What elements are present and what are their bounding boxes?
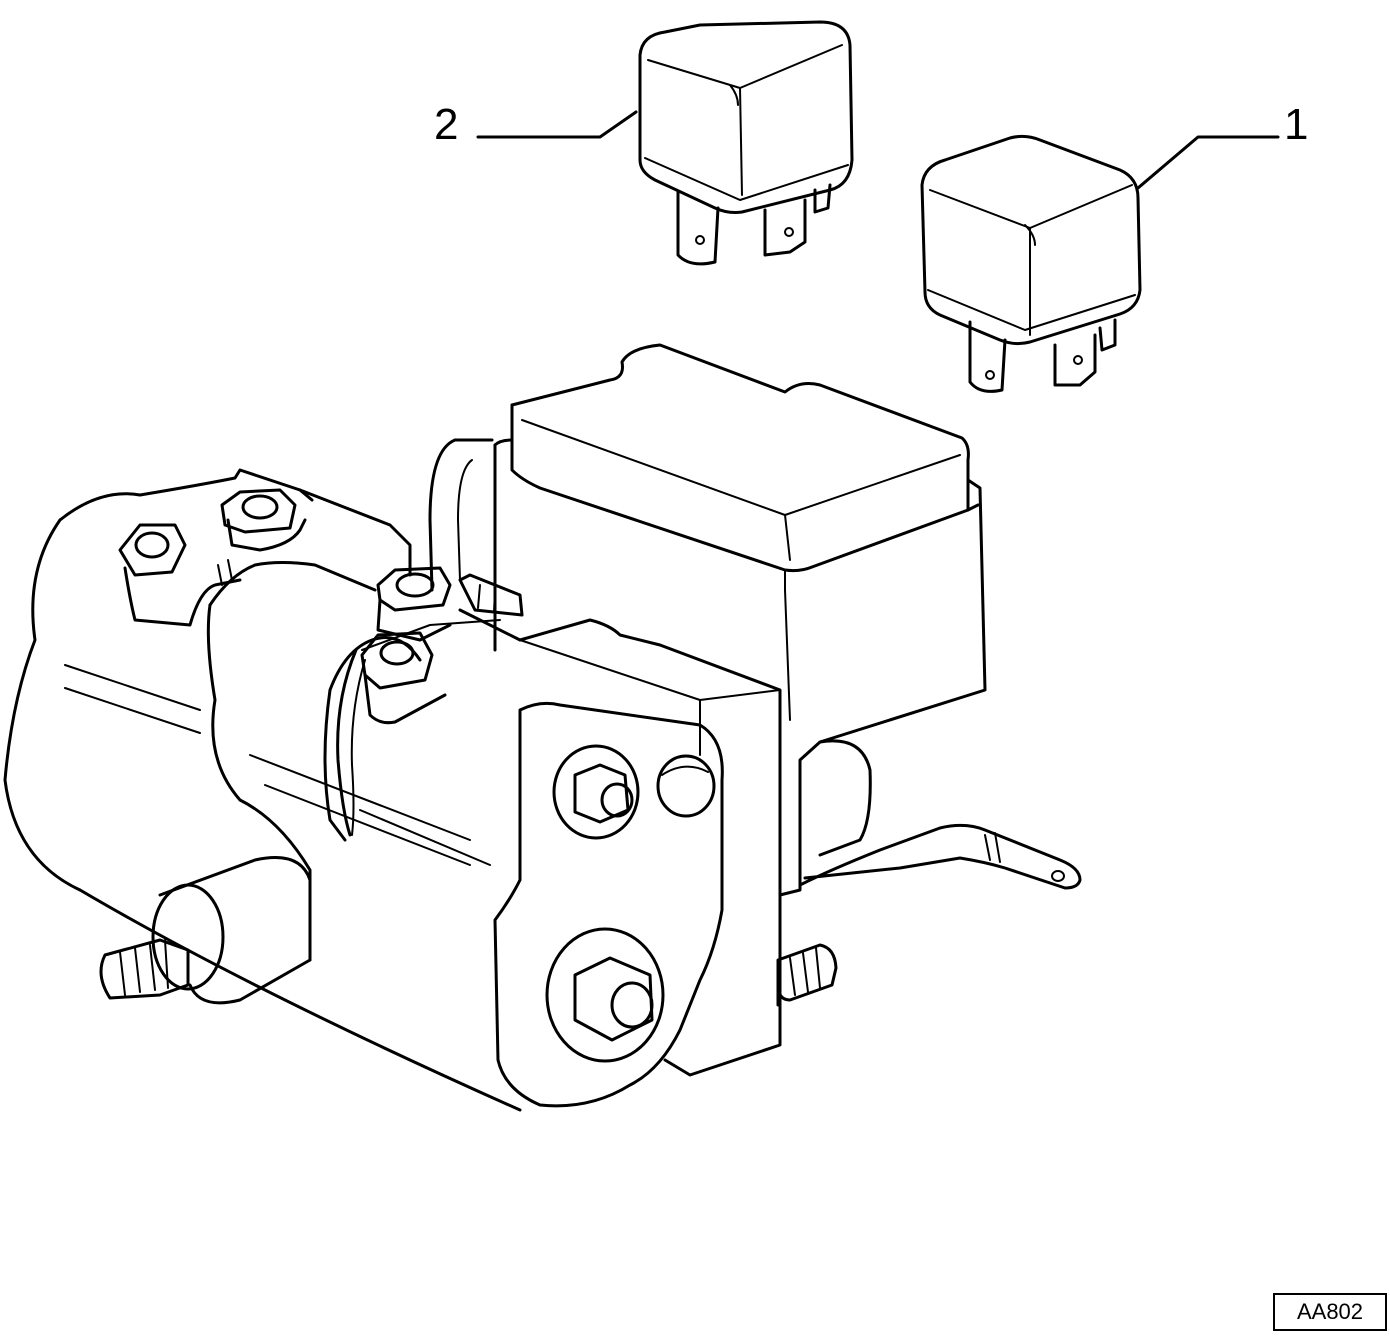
relay-1 xyxy=(920,134,1142,393)
relay-2 xyxy=(638,20,854,266)
callout-number-2: 2 xyxy=(434,100,459,149)
reference-code: AA802 xyxy=(1296,1299,1364,1324)
reference-code-box: AA802 xyxy=(1273,1293,1387,1331)
leader-line-2 xyxy=(476,110,638,139)
abs-modulator-unit xyxy=(3,343,1082,1112)
callout-number-1: 1 xyxy=(1284,100,1309,149)
leader-line-1 xyxy=(1136,135,1280,190)
